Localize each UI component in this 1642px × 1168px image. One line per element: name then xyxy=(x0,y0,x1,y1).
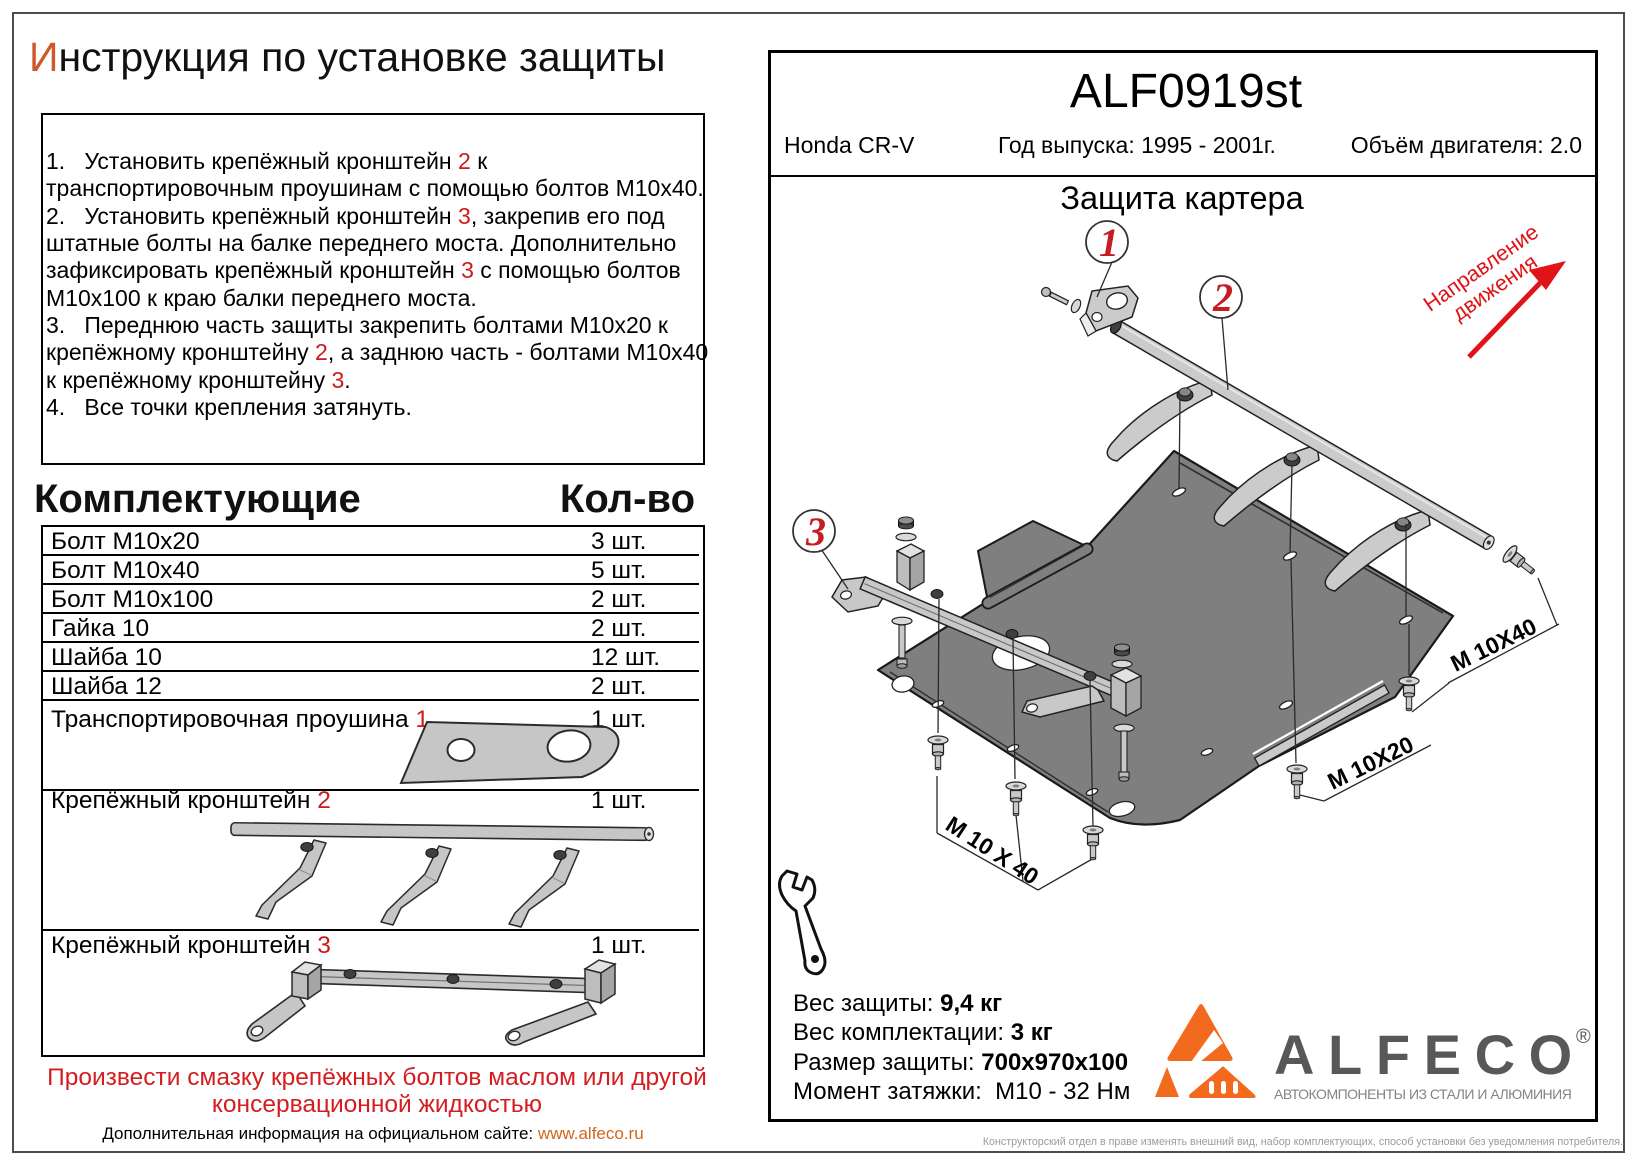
svg-text:3: 3 xyxy=(805,509,826,554)
svg-text:M 10X40: M 10X40 xyxy=(1446,613,1540,677)
svg-text:M 10X20: M 10X20 xyxy=(1323,731,1417,795)
svg-text:2: 2 xyxy=(1212,275,1233,320)
svg-text:1: 1 xyxy=(1099,220,1119,265)
svg-text:M 10 X 40: M 10 X 40 xyxy=(941,811,1043,890)
